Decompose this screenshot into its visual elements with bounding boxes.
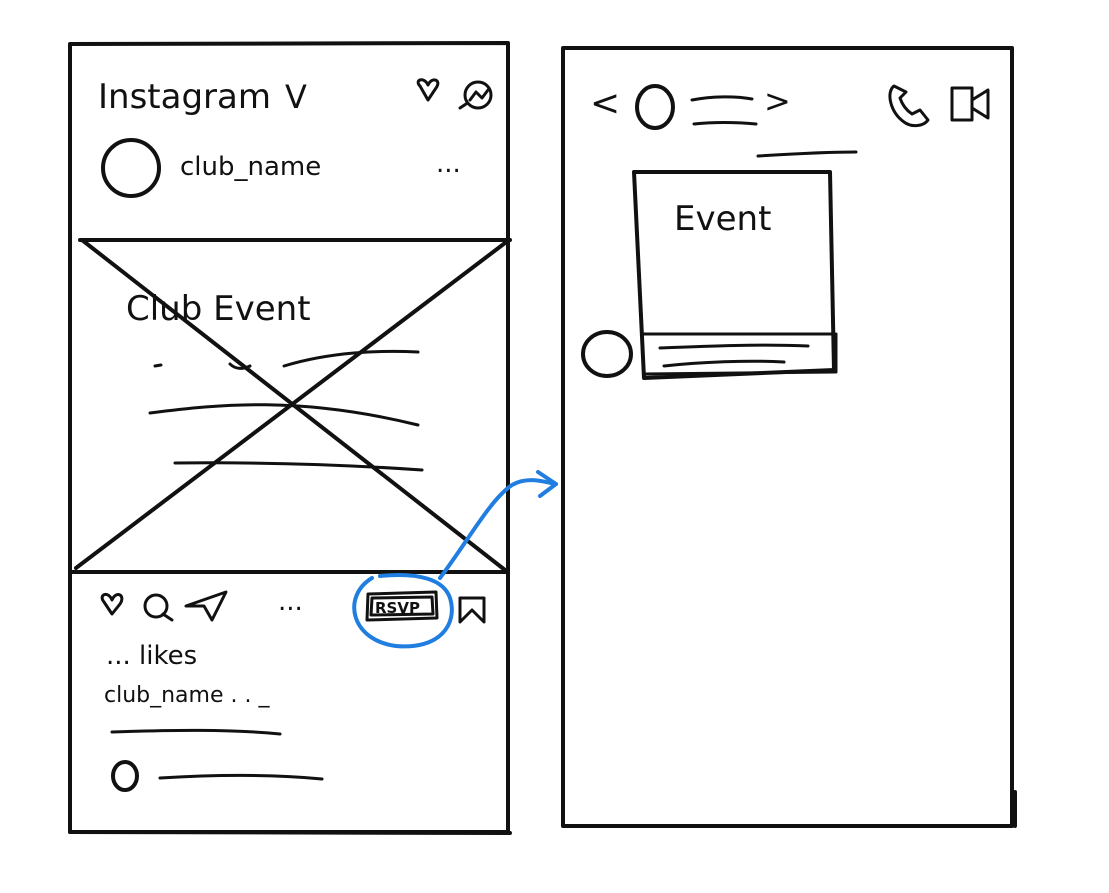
flow-arrow	[438, 478, 558, 580]
like-icon[interactable]	[100, 592, 124, 616]
app-title: Instagram	[98, 77, 271, 117]
chat-name-line	[690, 95, 754, 102]
more-options-icon[interactable]: ...	[436, 149, 461, 179]
bookmark-icon[interactable]	[458, 596, 486, 624]
title-chevron-icon[interactable]: V	[285, 78, 307, 116]
rsvp-button[interactable]: RSVP	[365, 590, 439, 622]
event-card-title: Event	[674, 199, 771, 239]
caption-line	[110, 728, 282, 736]
video-call-icon[interactable]	[950, 86, 990, 122]
back-icon[interactable]: <	[590, 83, 620, 124]
flow-annotation	[352, 470, 558, 649]
dm-phone-frame	[561, 46, 1014, 828]
account-name[interactable]: club_name	[180, 152, 321, 182]
feed-bottom-edge	[68, 830, 512, 835]
post-image-caption: Club Event	[126, 289, 311, 329]
arrow-head-icon	[536, 470, 558, 498]
post-scribble	[282, 349, 420, 368]
comment-avatar	[111, 760, 139, 792]
post-scribble	[228, 362, 252, 370]
post-scribble	[148, 403, 420, 427]
post-scribble	[173, 461, 424, 472]
action-more-icon[interactable]: ...	[278, 587, 303, 617]
sender-avatar	[581, 330, 633, 378]
caption: club_name . . _	[104, 683, 270, 708]
messenger-icon[interactable]	[458, 80, 493, 110]
feed-screen: Instagram V club_name ... Club Event	[68, 41, 512, 835]
post-scribble	[153, 363, 163, 368]
forward-icon[interactable]: >	[764, 82, 791, 120]
heart-icon[interactable]	[416, 78, 440, 102]
comment-icon[interactable]	[143, 593, 174, 622]
chat-status-line	[692, 121, 758, 126]
account-avatar[interactable]	[101, 138, 161, 198]
event-card-line	[662, 359, 786, 368]
event-card-line	[658, 343, 810, 350]
post-image: Club Event	[70, 238, 512, 574]
comment-line	[158, 774, 324, 781]
rsvp-label: RSVP	[375, 599, 420, 617]
likes-count: ... likes	[106, 641, 197, 671]
dm-screen: < > Event	[561, 46, 1017, 828]
timestamp-line	[756, 150, 858, 158]
chat-avatar[interactable]	[635, 84, 675, 130]
rsvp-highlight-circle	[352, 573, 454, 649]
call-icon[interactable]	[888, 84, 930, 128]
shared-event-card[interactable]: Event	[632, 170, 838, 380]
share-icon[interactable]	[184, 590, 228, 622]
